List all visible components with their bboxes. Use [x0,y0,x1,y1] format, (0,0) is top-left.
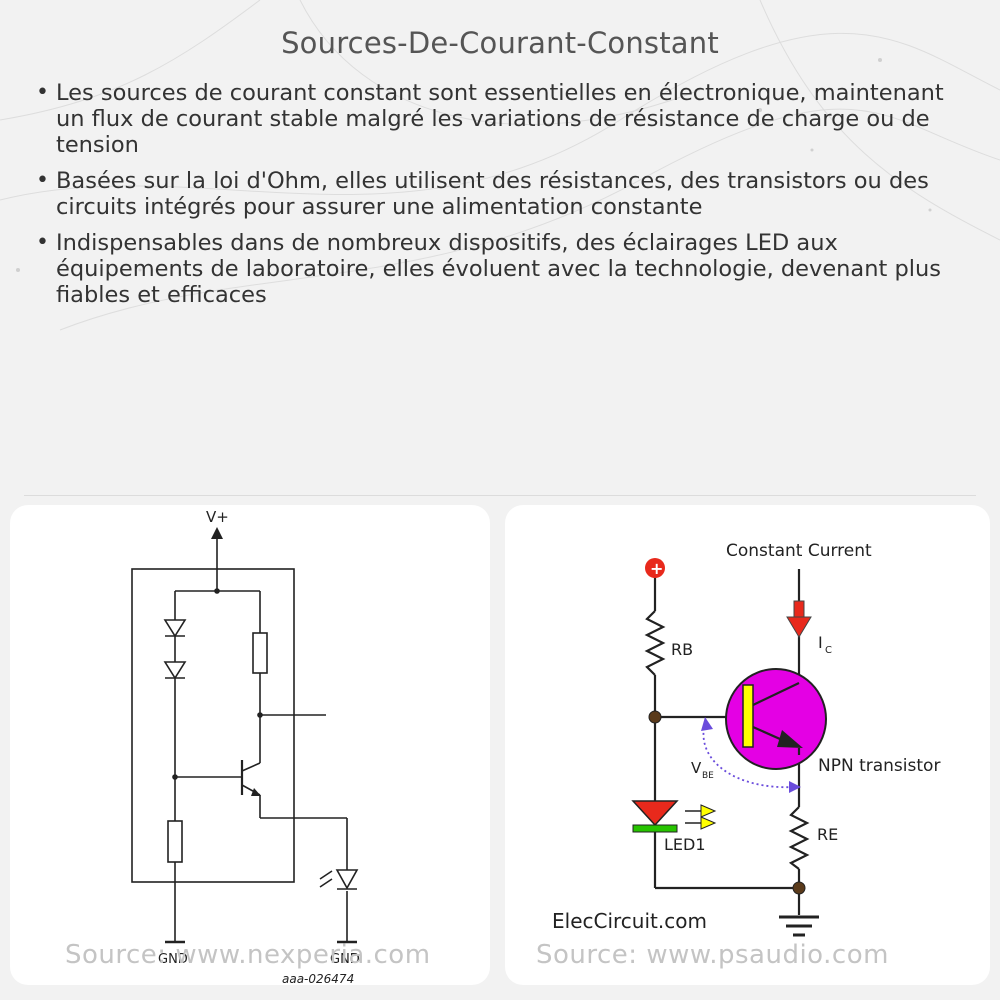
re-label: RE [817,825,838,844]
gnd-label-left: GND [158,952,188,967]
bullet-dot: • [36,80,49,105]
ground-symbol [779,915,819,937]
plus-terminal [645,558,665,578]
constant-current-label: Constant Current [726,541,872,561]
bullet-text: Basées sur la loi d'Ohm, elles utilisent… [56,168,929,220]
bullet-dot: • [36,230,49,255]
right-image-panel: + Constant Current I C RB V [505,505,990,985]
left-image-panel: V+ GND GND aaa-026474 [10,505,490,985]
led1 [631,800,679,827]
ic-label: I [818,633,823,652]
base-bar [742,684,754,748]
resistor-left [167,820,183,863]
section-divider [24,495,976,496]
vbe-subscript: BE [702,771,714,781]
ic-subscript: C [825,645,832,656]
plus-symbol: + [650,559,663,578]
resistor-right [252,632,268,674]
brand-label: ElecCircuit.com [552,909,707,933]
figure-id: aaa-026474 [282,972,354,985]
bullet-list: • Les sources de courant constant sont es… [36,80,976,318]
npn-transistor [725,668,827,770]
led1-label: LED1 [664,835,706,854]
bullet-text: Les sources de courant constant sont ess… [56,80,944,158]
supply-label: V+ [206,508,229,526]
left-circuit-diagram: V+ GND GND aaa-026474 [131,508,360,985]
vbe-label: V [691,759,702,777]
led-symbol [319,869,359,890]
bullet-text: Indispensables dans de nombreux disposit… [56,230,941,308]
source-right: Source: www.psaudio.com [536,940,889,970]
bullet-item: • Basées sur la loi d'Ohm, elles utilisen… [36,168,976,220]
right-circuit-diagram: + Constant Current I C RB V [552,541,940,937]
source-left: Source: www.nexperia.com [65,940,431,970]
bullet-dot: • [36,168,49,193]
bullet-item: • Les sources de courant constant sont es… [36,80,976,158]
bullet-item: • Indispensables dans de nombreux disposi… [36,230,976,308]
npn-label: NPN transistor [818,756,940,776]
current-arrow [786,616,812,638]
gnd-label-right: GND [330,952,360,967]
rb-label: RB [671,640,693,659]
page-title: Sources-De-Courant-Constant [281,26,719,60]
diode-pair [163,619,187,685]
ic-package-outline [131,568,295,883]
